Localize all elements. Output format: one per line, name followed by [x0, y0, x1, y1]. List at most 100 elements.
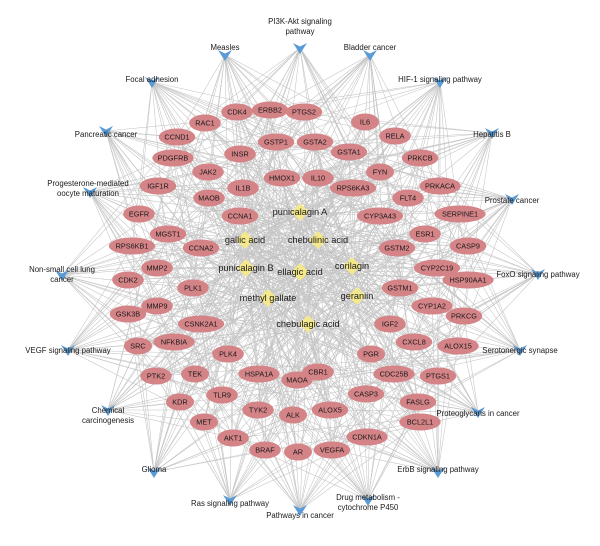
edge-gene-pathway: [352, 187, 479, 413]
edge-gene-pathway: [299, 171, 381, 511]
gene-label: JAK2: [199, 168, 216, 177]
pathway-node-icon: [145, 77, 159, 88]
edge-gene-pathway: [67, 349, 421, 423]
pathway-node-icon: [505, 194, 519, 205]
pathway-label: Focal adhesion: [126, 75, 179, 84]
gene-label: CYP1A2: [418, 302, 446, 311]
edge-gene-pathway: [61, 233, 426, 276]
gene-label: CDK4: [227, 108, 246, 117]
gene-label: PGR: [363, 350, 379, 359]
pathway-node-icon: [101, 405, 115, 416]
edge-compound-gene: [244, 239, 391, 325]
edge-gene-pathway: [176, 54, 226, 138]
edge-gene-pathway: [229, 345, 459, 501]
edge-gene-pathway: [224, 54, 234, 439]
edge-compound-gene: [317, 239, 372, 355]
edge-gene-pathway: [61, 267, 158, 276]
pathway-label: Bladder cancer: [344, 43, 397, 52]
edge-gene-pathway: [264, 449, 301, 511]
gene-label: TLR9: [213, 391, 231, 400]
gene-node: [257, 133, 295, 151]
edge-compound-gene: [245, 267, 266, 451]
gene-label: PTGS2: [292, 108, 316, 117]
gene-node: [192, 163, 224, 181]
edge-gene-pathway: [156, 47, 301, 307]
edge-gene-pathway: [155, 375, 231, 501]
edge-gene-pathway: [89, 191, 223, 396]
gene-node: [381, 279, 419, 297]
edge-compound-gene: [127, 271, 301, 281]
edge-gene-pathway: [369, 54, 421, 423]
edge-compound-gene: [356, 295, 459, 347]
gene-node: [357, 345, 385, 363]
edge-gene-pathway: [61, 274, 234, 439]
pathway-node-icon: [61, 345, 75, 356]
gene-node: [139, 177, 177, 195]
gene-node: [224, 145, 256, 163]
edge-gene-pathway: [194, 54, 371, 375]
edge-compound-gene: [239, 215, 269, 299]
gene-label: PRKACA: [425, 182, 455, 191]
edge-compound-gene: [267, 279, 469, 299]
gene-label: TEK: [188, 370, 202, 379]
edge-gene-pathway: [227, 353, 301, 511]
edge-gene-pathway: [317, 81, 441, 373]
edge-gene-pathway: [329, 409, 369, 501]
gene-node: [366, 163, 394, 181]
edge-gene-pathway: [224, 54, 354, 189]
edge-gene-pathway: [67, 245, 133, 351]
edge-gene-pathway: [314, 54, 371, 143]
compound-label: chebulagic acid: [276, 319, 339, 329]
gene-label: FASLG: [406, 398, 430, 407]
gene-label: VEGFA: [320, 446, 344, 455]
edge-gene-pathway: [192, 287, 479, 413]
edge-gene-pathway: [61, 187, 354, 276]
pathway-node-icon: [147, 467, 161, 478]
gene-label: BCL2L1: [407, 418, 433, 427]
gene-node: [445, 307, 483, 325]
edge-gene-pathway: [61, 274, 202, 325]
edge-gene-pathway: [151, 81, 175, 343]
edge-gene-pathway: [155, 375, 439, 473]
edge-gene-pathway: [107, 111, 305, 411]
edge-gene-pathway: [200, 247, 369, 501]
gene-node: [177, 315, 225, 333]
gene-node: [395, 333, 433, 351]
edge-gene-pathway: [157, 185, 439, 473]
gene-node: [378, 239, 416, 257]
edge-gene-pathway: [153, 141, 316, 473]
edge-gene-pathway: [151, 81, 229, 355]
gene-node: [311, 401, 349, 419]
gene-label: INSR: [231, 150, 248, 159]
gene-node: [392, 189, 424, 207]
gene-node: [330, 143, 368, 161]
edge-gene-pathway: [299, 421, 421, 511]
pathway-node-icon: [431, 467, 445, 478]
gene-label: GSTM2: [384, 244, 409, 253]
gene-label: MAOA: [286, 376, 308, 385]
compound-label: punicalagin A: [273, 207, 329, 217]
edge-gene-pathway: [364, 121, 493, 134]
pathway-node-icon: [99, 126, 113, 137]
gene-node: [112, 271, 144, 289]
gene-label: CASP9: [456, 242, 480, 251]
gene-node: [193, 189, 225, 207]
gene-label: BRAF: [255, 446, 275, 455]
gene-label: CCND1: [164, 133, 189, 142]
edge-gene-pathway: [200, 54, 226, 249]
edge-gene-pathway: [299, 401, 419, 511]
edge-gene-pathway: [107, 151, 350, 411]
gene-label: IL6: [360, 118, 370, 127]
gene-node: [401, 149, 439, 167]
pathway-label: ErbB signaling pathway: [397, 465, 479, 474]
gene-node: [399, 413, 441, 431]
gene-label: EGFR: [129, 210, 149, 219]
edge-compound-gene: [292, 323, 309, 416]
pathway-label: Pathways in cancer: [266, 511, 334, 520]
edge-gene-pathway: [151, 81, 209, 173]
edge-gene-pathway: [352, 187, 369, 501]
pathway-node-icon: [363, 50, 377, 61]
